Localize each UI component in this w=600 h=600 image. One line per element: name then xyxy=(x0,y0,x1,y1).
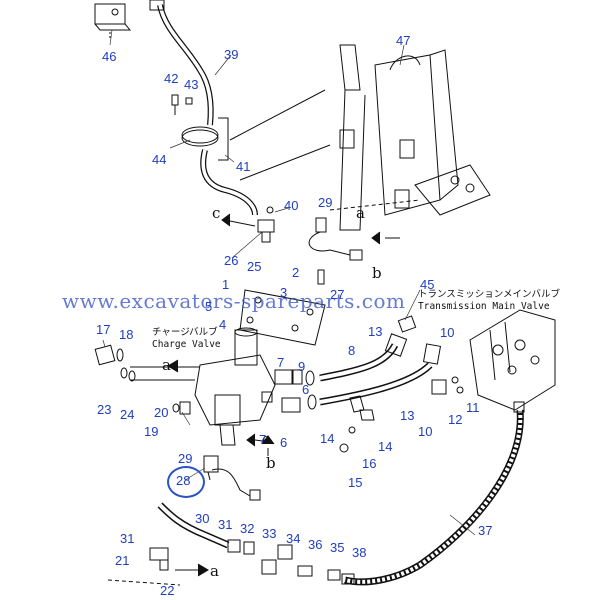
transmission-valve-label-jp: トランスミッションメインバルブ xyxy=(418,289,561,300)
callout-38: 38 xyxy=(352,545,367,560)
callout-27: 27 xyxy=(330,287,345,302)
callout-29: 29 xyxy=(318,195,333,210)
callout-3: 3 xyxy=(280,285,288,300)
callout-6: 6 xyxy=(302,382,310,397)
connector-letter-a: a xyxy=(162,356,171,374)
sensor-part xyxy=(203,435,275,501)
callout-22: 22 xyxy=(160,583,175,598)
callout-32: 32 xyxy=(240,521,255,536)
callout-7: 7 xyxy=(259,432,267,447)
connector-letter-c: c xyxy=(212,204,221,222)
callout-47: 47 xyxy=(396,33,411,48)
fitting-part xyxy=(94,344,191,415)
hose-part xyxy=(157,502,255,555)
transmission-valve-part xyxy=(451,309,556,411)
callout-14: 14 xyxy=(378,439,393,454)
callout-37: 37 xyxy=(478,523,493,538)
callout-35: 35 xyxy=(330,540,345,555)
callout-21: 21 xyxy=(115,553,130,568)
fitting-part xyxy=(221,206,275,243)
bracket-part xyxy=(94,3,132,40)
frame-bracket-part xyxy=(229,44,491,231)
callout-18: 18 xyxy=(119,327,134,342)
callout-31: 31 xyxy=(218,517,233,532)
callout-39: 39 xyxy=(224,47,239,62)
callout-10: 10 xyxy=(418,424,433,439)
callout-33: 33 xyxy=(262,526,277,541)
callout-8: 8 xyxy=(348,343,356,358)
transmission-valve-label-en: Transmission Main Valve xyxy=(418,301,550,312)
callout-40: 40 xyxy=(284,198,299,213)
callout-30: 30 xyxy=(195,511,210,526)
callout-45: 45 xyxy=(420,277,435,292)
callout-23: 23 xyxy=(97,402,112,417)
hose-part xyxy=(149,0,258,216)
callout-34: 34 xyxy=(286,531,301,546)
callout-1: 1 xyxy=(222,277,230,292)
charge-valve-label-jp: チャージバルブ xyxy=(152,327,218,338)
callout-19: 19 xyxy=(144,424,159,439)
leader-lines xyxy=(102,29,476,536)
callout-6: 6 xyxy=(280,435,288,450)
callout-2: 2 xyxy=(292,265,300,280)
callout-17: 17 xyxy=(96,322,111,337)
callout-46: 46 xyxy=(102,49,117,64)
clamp-part xyxy=(181,117,229,161)
sensor-part xyxy=(308,217,400,261)
callout-20: 20 xyxy=(154,405,169,420)
callout-10: 10 xyxy=(440,325,455,340)
hose-part xyxy=(319,315,447,406)
connector-letter-b: b xyxy=(266,454,276,472)
callout-42: 42 xyxy=(164,71,179,86)
callout-16: 16 xyxy=(362,456,377,471)
callout-25: 25 xyxy=(247,259,262,274)
hose-part xyxy=(344,401,525,586)
bolt-part xyxy=(171,94,193,115)
connector-letter-a: a xyxy=(210,562,219,580)
callout-44: 44 xyxy=(152,152,167,167)
callout-11: 11 xyxy=(466,400,480,415)
clamp-part xyxy=(339,395,375,453)
callout-24: 24 xyxy=(120,407,135,422)
callout-12: 12 xyxy=(448,412,463,427)
callout-5: 5 xyxy=(205,299,213,314)
callout-28: 28 xyxy=(176,473,191,488)
watermark-text: www.excavators-spareparts.com xyxy=(62,289,406,313)
charge-valve-label-en: Charge Valve xyxy=(152,339,221,350)
callout-36: 36 xyxy=(308,537,323,552)
callout-13: 13 xyxy=(400,408,415,423)
callout-43: 43 xyxy=(184,77,199,92)
callout-4: 4 xyxy=(219,317,227,332)
callout-41: 41 xyxy=(236,159,251,174)
charge-valve-part xyxy=(130,327,276,447)
fitting-part xyxy=(107,544,355,586)
fitting-part xyxy=(261,369,317,413)
callout-31: 31 xyxy=(120,531,135,546)
plate-part xyxy=(239,269,326,346)
callout-29: 29 xyxy=(178,451,193,466)
callout-15: 15 xyxy=(348,475,363,490)
callout-13: 13 xyxy=(368,324,383,339)
connector-letter-b: b xyxy=(372,264,382,282)
callout-7: 7 xyxy=(277,355,285,370)
connector-letter-c: c xyxy=(262,430,271,448)
callout-14: 14 xyxy=(320,431,335,446)
callout-9: 9 xyxy=(298,359,306,374)
connector-letter-a: a xyxy=(356,204,365,222)
callout-26: 26 xyxy=(224,253,239,268)
highlight-ring xyxy=(167,466,205,498)
